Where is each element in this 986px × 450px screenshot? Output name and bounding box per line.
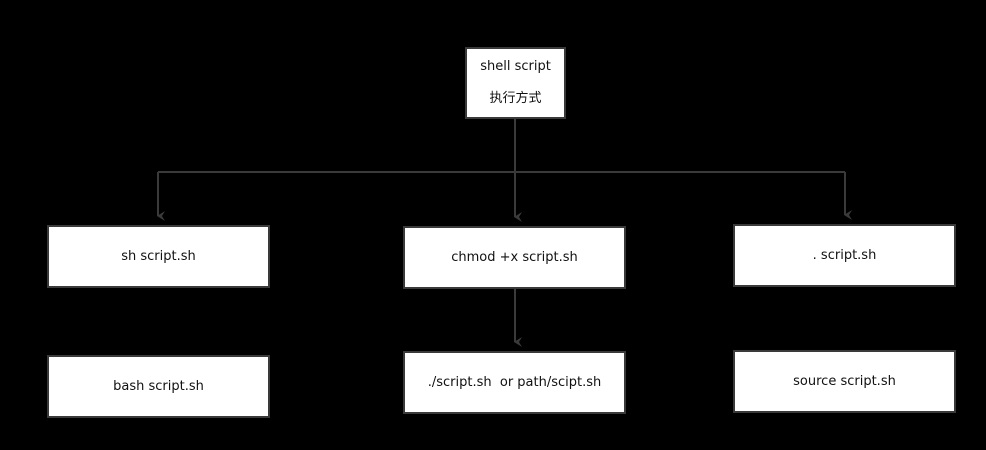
node-shell-script-root: shell script 执行方式	[465, 47, 566, 119]
node-root-text: shell script 执行方式	[480, 43, 551, 123]
node-run-script: ./script.sh or path/scipt.sh	[403, 351, 626, 414]
node-root-line2: 执行方式	[489, 91, 542, 106]
node-dot-label: . script.sh	[812, 247, 877, 263]
node-chmod-label: chmod +x script.sh	[451, 249, 578, 265]
node-sh-label: sh script.sh	[121, 248, 196, 264]
node-source-label: source script.sh	[793, 373, 896, 389]
node-bash-label: bash script.sh	[113, 378, 204, 394]
node-source-script: source script.sh	[733, 350, 956, 413]
node-chmod-script: chmod +x script.sh	[403, 226, 626, 289]
node-dot-script: . script.sh	[733, 224, 956, 287]
node-root-line1: shell script	[480, 59, 551, 74]
node-bash-script: bash script.sh	[47, 355, 270, 418]
node-sh-script: sh script.sh	[47, 225, 270, 288]
node-run-label: ./script.sh or path/scipt.sh	[427, 374, 602, 390]
